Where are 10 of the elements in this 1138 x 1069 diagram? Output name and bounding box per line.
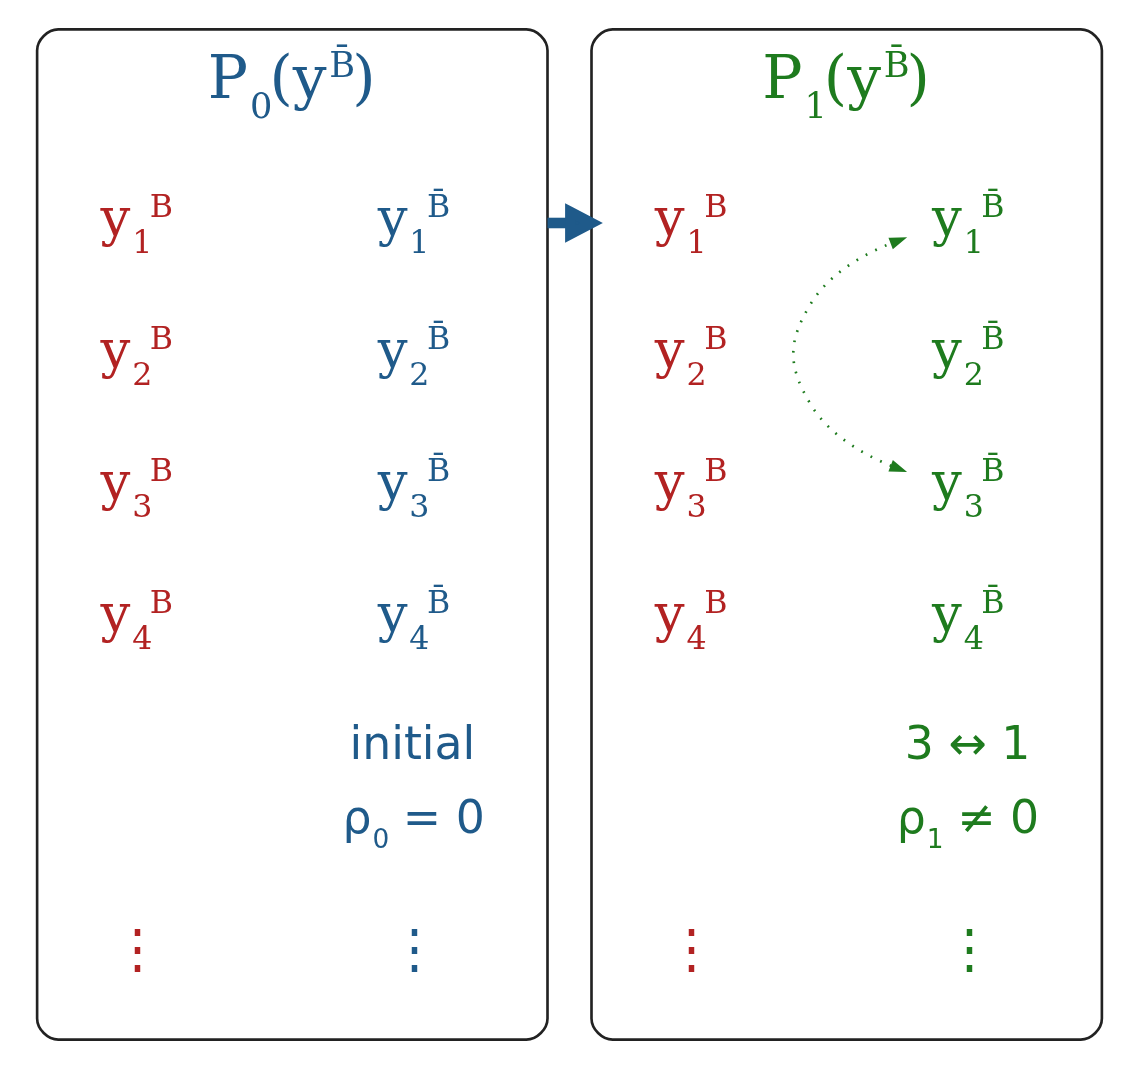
node-text: ⋮ (387, 918, 441, 980)
node-text: ⋮ (664, 918, 718, 980)
node-label: ρ$_{1}$ ≠ 0 (896, 791, 1039, 855)
node-text: ⋮ (942, 918, 996, 980)
arrow (547, 203, 603, 243)
arrow (791, 237, 907, 473)
node-text: ⋮ (110, 918, 164, 980)
node-label: 3 ↔ 1 (904, 717, 1030, 771)
node-label: initial (349, 717, 475, 771)
node-label: ρ$_{0}$ = 0 (341, 791, 485, 855)
